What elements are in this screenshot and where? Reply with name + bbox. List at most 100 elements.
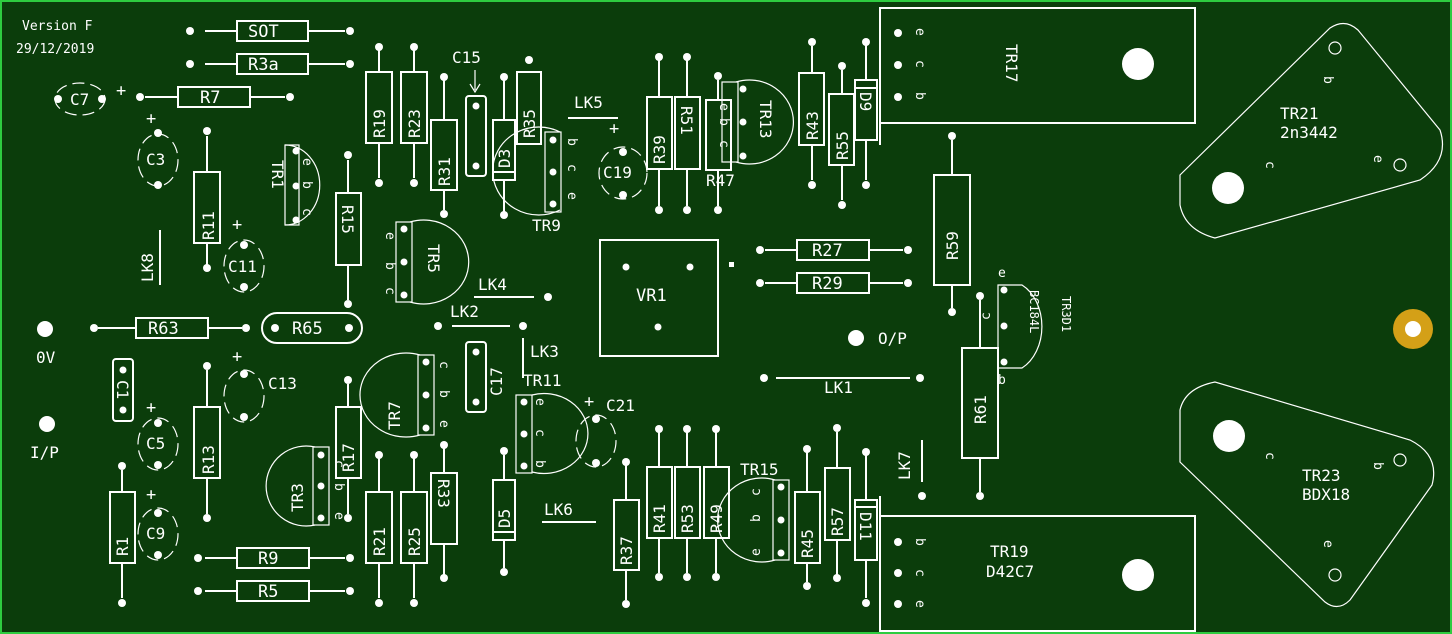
label-r19: R19 [370,109,389,138]
label-lk6: LK6 [544,500,573,519]
capacitor-c19: + C19 [598,119,648,200]
tr21-b: b [1320,76,1335,84]
plus-c19: + [609,119,619,139]
resistor-r17: R17 [335,376,362,522]
label-lk3: LK3 [530,342,559,361]
label-lk7: LK7 [895,451,914,480]
transistor-tr1: TR1 e b c [268,144,321,226]
tr19-b: b [912,538,927,546]
label-d3: D3 [495,149,514,168]
label-tr21-part: 2n3442 [1280,123,1338,142]
label-lk5: LK5 [574,93,603,112]
date-text: 29/12/2019 [16,42,94,57]
label-r5: R5 [258,582,278,602]
label-tr23-part: BDX18 [1302,485,1350,504]
label-tr21: TR21 [1280,104,1319,123]
resistor-r33: R33 [430,441,458,582]
resistor-r29: R29 [756,272,912,294]
label-c19: C19 [603,163,632,182]
resistor-sot: SOT [186,20,354,42]
label-r49: R49 [707,504,726,533]
label-r1: R1 [113,537,132,556]
transistor-tr13: e b c TR13 [716,79,795,165]
label-r25: R25 [405,527,424,556]
tr13-e: e [716,103,731,111]
tr3-b: b [331,483,346,491]
tr1-c: c [299,208,314,216]
link-lk1: LK1 [760,374,924,397]
link-lk4: LK4 [474,275,552,301]
label-r13: R13 [199,445,218,474]
diode-d9: D9 [854,38,878,189]
plus-c7: + [116,81,126,101]
label-r51: R51 [677,106,696,135]
resistor-r41: R41 [646,425,673,581]
link-lk7: LK7 [895,440,926,500]
label-r55: R55 [833,131,852,160]
label-lk8: LK8 [138,253,157,282]
label-c13: C13 [268,374,297,393]
tr9-b: b [564,138,579,146]
tr5-c: c [382,287,397,295]
tr13-c: c [716,140,731,148]
resistor-r7: R7 [136,86,294,108]
resistor-r21: R21 [365,451,393,607]
mounting-hole [1393,309,1433,349]
label-tr19: TR19 [990,542,1029,561]
label-lk1: LK1 [824,378,853,397]
transistor-tr17: e c b TR17 [879,7,1196,145]
label-tr23: TR23 [1302,466,1341,485]
label-tr5: TR5 [424,244,443,273]
transistor-tr5: e b c TR5 [382,219,470,305]
terminal-input: I/P [30,416,59,462]
resistor-r25: R25 [400,451,428,607]
label-r29: R29 [812,274,843,294]
plus-c11: + [232,215,242,235]
label-c15: C15 [452,48,481,67]
label-r17: R17 [339,443,358,472]
label-tr11: TR11 [523,371,562,390]
label-tr17: TR17 [1002,44,1021,83]
label-op: O/P [878,329,907,348]
label-c17: C17 [487,367,506,396]
tr11-b: b [532,460,547,468]
label-tr7: TR7 [385,401,404,430]
diode-d11: D11 [854,448,878,607]
tr21-e: e [1370,155,1385,163]
resistor-r15: R15 [335,151,362,308]
resistor-r27: R27 [756,239,912,261]
plus-c21: + [584,392,594,412]
potentiometer-vr1: VR1 [599,239,734,357]
label-sot: SOT [248,22,279,42]
resistor-r59: R59 [933,132,971,316]
label-tr15: TR15 [740,460,779,479]
resistor-r11: R11 [193,127,221,272]
label-lk4: LK4 [478,275,507,294]
capacitor-c3: C3 + [137,109,179,189]
label-r61: R61 [971,395,990,424]
label-c9: C9 [146,524,165,543]
tr11-c: c [532,429,547,437]
plus-c3: + [146,109,156,129]
label-r53: R53 [678,504,697,533]
transistor-tr7: c b e TR7 [359,352,451,438]
label-c5: C5 [146,434,165,453]
resistor-r19: R19 [365,43,393,187]
label-r45: R45 [798,529,817,558]
resistor-r47: R47 [705,72,735,214]
tr15-c: c [749,488,764,496]
transistor-tr15: TR15 c b e [716,460,790,563]
label-c7: C7 [70,90,89,109]
resistor-r35: R35 [516,56,542,145]
resistor-r9: R9 [194,547,354,569]
resistor-r61: R61 [961,292,999,500]
capacitor-c9: + C9 [137,485,179,561]
tr3-c: c [331,460,346,468]
transistor-tr3: c b e TR3 [265,445,346,527]
resistor-r1: R1 [109,462,136,607]
label-d9: D9 [856,92,875,111]
resistor-r31: R31 [430,73,458,218]
label-tr13: TR13 [756,100,775,139]
tr9-c: c [564,164,579,172]
